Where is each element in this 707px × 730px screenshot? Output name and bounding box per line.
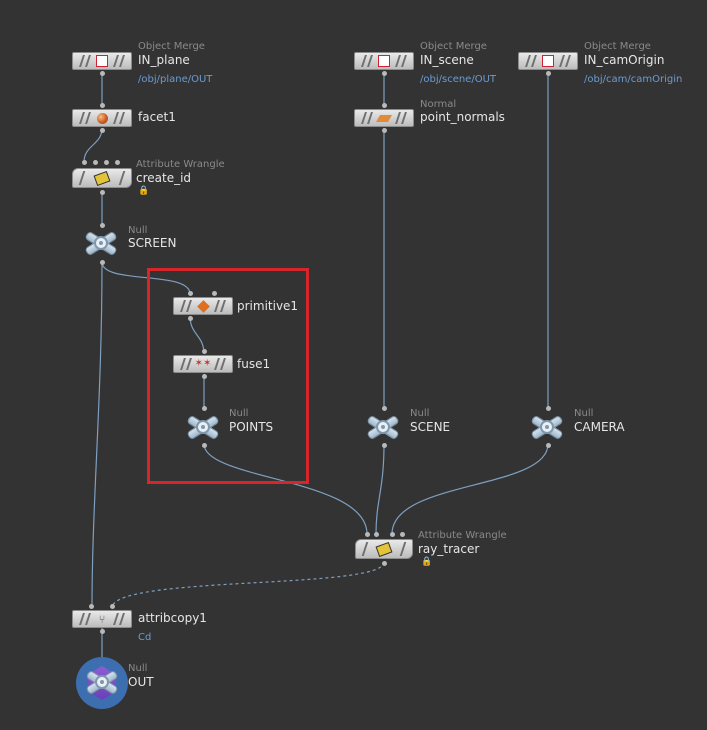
selection-highlight-box bbox=[147, 268, 309, 484]
node-param-label: /obj/cam/camOrigin bbox=[584, 74, 683, 85]
node-attribcopy1-body[interactable]: ⑂ bbox=[72, 610, 132, 628]
input-port[interactable] bbox=[100, 223, 105, 228]
node-param-label: /obj/plane/OUT bbox=[138, 74, 213, 85]
null-icon[interactable] bbox=[362, 414, 404, 441]
node-type-label: Object Merge bbox=[420, 41, 487, 52]
output-port[interactable] bbox=[100, 260, 105, 265]
input-port[interactable] bbox=[104, 160, 109, 165]
node-name-label: ray_tracer bbox=[418, 542, 480, 556]
node-name-label: primitive1 bbox=[237, 299, 299, 313]
input-port[interactable] bbox=[212, 291, 217, 296]
normal-icon bbox=[375, 111, 393, 125]
wire bbox=[101, 261, 191, 295]
input-port[interactable] bbox=[110, 604, 115, 609]
output-port[interactable] bbox=[100, 629, 105, 634]
null-icon[interactable] bbox=[81, 669, 123, 696]
node-name-label: POINTS bbox=[229, 420, 274, 434]
node-param-label: /obj/scene/OUT bbox=[420, 74, 497, 85]
node-name-label: SCREEN bbox=[128, 236, 177, 250]
null-icon[interactable] bbox=[182, 414, 224, 441]
input-port[interactable] bbox=[382, 103, 387, 108]
wire bbox=[83, 127, 103, 163]
output-port[interactable] bbox=[202, 374, 207, 379]
node-create-id-body[interactable] bbox=[72, 168, 132, 188]
wire bbox=[91, 261, 103, 609]
node-type-label: Normal bbox=[420, 99, 457, 110]
node-fuse1-body[interactable]: ✶✶ bbox=[173, 355, 233, 373]
input-port[interactable] bbox=[374, 532, 379, 537]
node-ray-tracer-body[interactable] bbox=[355, 539, 413, 559]
output-port[interactable] bbox=[546, 71, 551, 76]
node-type-label: Null bbox=[229, 408, 249, 419]
node-name-label: create_id bbox=[136, 171, 192, 185]
node-type-label: Attribute Wrangle bbox=[136, 159, 225, 170]
node-type-label: Null bbox=[128, 225, 148, 236]
facet-sphere-icon bbox=[95, 111, 109, 125]
node-type-label: Object Merge bbox=[138, 41, 205, 52]
node-param-label: Cd bbox=[138, 632, 152, 643]
output-port[interactable] bbox=[382, 71, 387, 76]
output-port[interactable] bbox=[100, 71, 105, 76]
input-port[interactable] bbox=[100, 103, 105, 108]
input-port[interactable] bbox=[390, 532, 395, 537]
input-port[interactable] bbox=[93, 160, 98, 165]
input-port[interactable] bbox=[202, 406, 207, 411]
fuse-icon: ✶✶ bbox=[194, 358, 212, 369]
node-name-label: IN_scene bbox=[420, 53, 474, 67]
input-port[interactable] bbox=[82, 160, 87, 165]
output-port[interactable] bbox=[382, 128, 387, 133]
input-port[interactable] bbox=[89, 604, 94, 609]
wrangle-icon bbox=[375, 541, 393, 557]
wire bbox=[391, 443, 549, 535]
output-port[interactable] bbox=[382, 443, 387, 448]
node-in-scene-body[interactable] bbox=[354, 52, 414, 70]
node-facet1-body[interactable] bbox=[72, 109, 132, 127]
node-type-label: Null bbox=[128, 663, 148, 674]
input-port[interactable] bbox=[382, 406, 387, 411]
output-port[interactable] bbox=[100, 128, 105, 133]
input-port[interactable] bbox=[115, 160, 120, 165]
output-port[interactable] bbox=[188, 316, 193, 321]
object-merge-icon bbox=[541, 54, 555, 68]
input-port[interactable] bbox=[365, 532, 370, 537]
node-in-plane-body[interactable] bbox=[72, 52, 132, 70]
node-name-label: attribcopy1 bbox=[138, 611, 207, 625]
node-name-label: IN_plane bbox=[138, 53, 190, 67]
node-type-label: Null bbox=[574, 408, 594, 419]
node-primitive1-body[interactable] bbox=[173, 297, 233, 315]
node-point-normals-body[interactable] bbox=[354, 109, 414, 127]
output-port[interactable] bbox=[382, 561, 387, 566]
node-in-camorigin-body[interactable] bbox=[518, 52, 578, 70]
node-name-label: IN_camOrigin bbox=[584, 53, 665, 67]
lock-icon: 🔒 bbox=[138, 186, 150, 196]
input-port[interactable] bbox=[202, 349, 207, 354]
wire bbox=[111, 561, 385, 609]
node-type-label: Attribute Wrangle bbox=[418, 530, 507, 541]
object-merge-icon bbox=[377, 54, 391, 68]
lock-icon: 🔒 bbox=[421, 557, 433, 567]
node-name-label: SCENE bbox=[410, 420, 451, 434]
output-port[interactable] bbox=[202, 443, 207, 448]
node-name-label: CAMERA bbox=[574, 420, 625, 434]
node-name-label: point_normals bbox=[420, 110, 505, 124]
wire bbox=[375, 443, 385, 535]
attribcopy-icon: ⑂ bbox=[98, 612, 106, 626]
output-port[interactable] bbox=[100, 190, 105, 195]
null-icon[interactable] bbox=[526, 414, 568, 441]
output-port[interactable] bbox=[546, 443, 551, 448]
input-port[interactable] bbox=[546, 406, 551, 411]
null-icon[interactable] bbox=[80, 230, 122, 257]
wrangle-icon bbox=[93, 170, 111, 186]
node-type-label: Object Merge bbox=[584, 41, 651, 52]
node-name-label: OUT bbox=[128, 675, 154, 689]
input-port[interactable] bbox=[400, 532, 405, 537]
node-type-label: Null bbox=[410, 408, 430, 419]
object-merge-icon bbox=[95, 54, 109, 68]
input-port[interactable] bbox=[188, 291, 193, 296]
node-name-label: fuse1 bbox=[237, 357, 271, 371]
node-name-label: facet1 bbox=[138, 110, 176, 124]
